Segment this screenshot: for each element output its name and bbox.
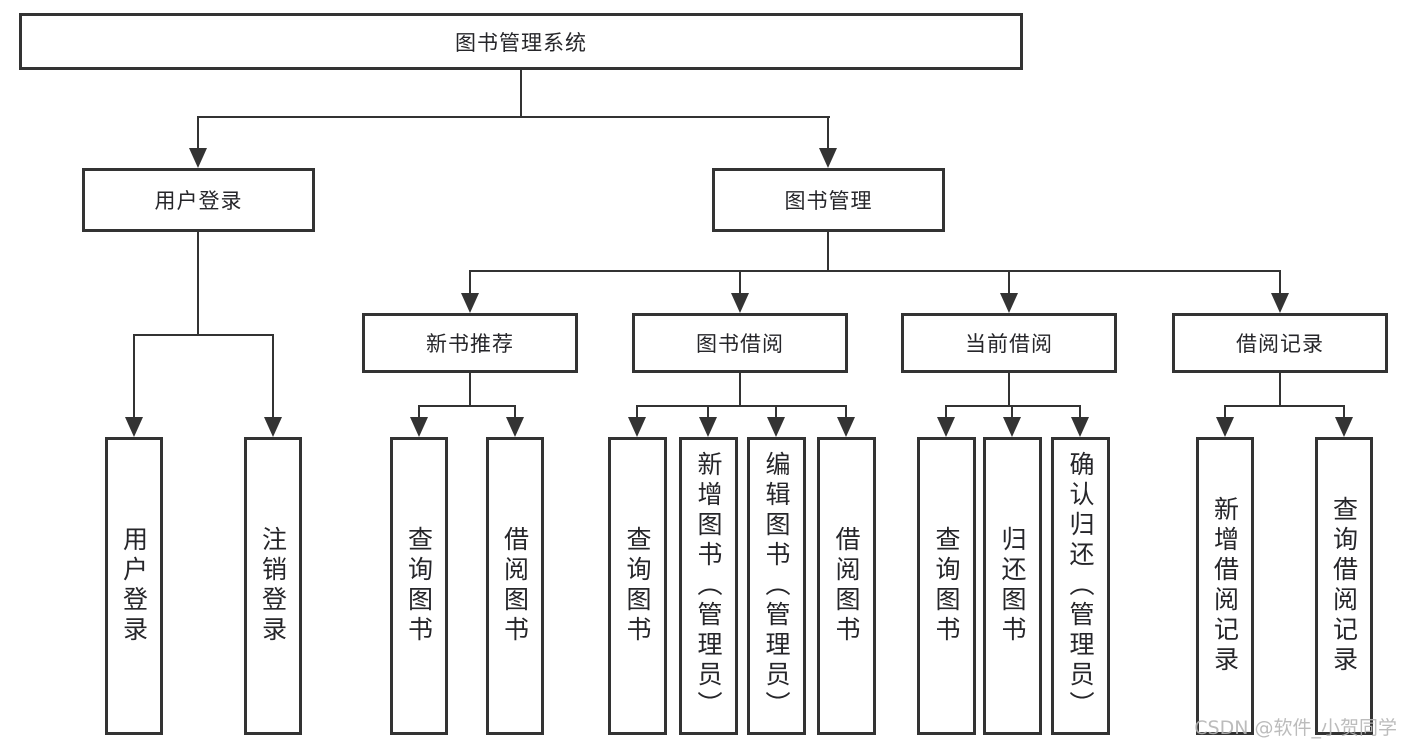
arrow-down-icon xyxy=(125,417,143,437)
connector-drop xyxy=(272,334,274,418)
connector-book-borrow-rail xyxy=(636,405,847,407)
connector-drop xyxy=(133,334,135,418)
connector-drop xyxy=(739,270,741,294)
node-label: 用户登录 xyxy=(119,526,149,646)
connector-drop xyxy=(775,405,777,419)
arrow-down-icon xyxy=(1271,293,1289,313)
arrow-down-icon xyxy=(264,417,282,437)
leaf-query-books-borrowing: 查询图书 xyxy=(608,437,667,735)
connector-drop xyxy=(1224,405,1226,419)
leaf-query-books-recommend: 查询图书 xyxy=(390,437,448,735)
node-current-borrowing: 当前借阅 xyxy=(901,313,1117,373)
connector-book-mgmt-stem xyxy=(827,232,829,272)
connector-drop xyxy=(418,405,420,419)
leaf-user-login: 用户登录 xyxy=(105,437,163,735)
arrow-down-icon xyxy=(1000,293,1018,313)
node-label: 查询图书 xyxy=(404,526,434,646)
csdn-watermark: CSDN @软件_小贺同学 xyxy=(1194,717,1397,739)
connector-borrow-record-rail xyxy=(1224,405,1345,407)
node-label: 新增借阅记录 xyxy=(1210,496,1240,676)
connector-drop xyxy=(1011,405,1013,419)
connector-drop xyxy=(945,405,947,419)
leaf-logout: 注销登录 xyxy=(244,437,302,735)
leaf-borrow-books-borrowing: 借阅图书 xyxy=(817,437,876,735)
connector-current-borrow-stem xyxy=(1008,373,1010,407)
connector-current-borrow-rail xyxy=(945,405,1081,407)
node-label: 注销登录 xyxy=(258,526,288,646)
node-label: 借阅记录 xyxy=(1236,332,1324,356)
connector-drop xyxy=(1279,270,1281,294)
arrow-down-icon xyxy=(1335,417,1353,437)
node-book-management: 图书管理 xyxy=(712,168,945,232)
arrow-down-icon xyxy=(819,148,837,168)
arrow-down-icon xyxy=(1216,417,1234,437)
node-label: 查询借阅记录 xyxy=(1329,496,1359,676)
connector-drop xyxy=(827,116,829,150)
arrow-down-icon xyxy=(410,417,428,437)
connector-drop xyxy=(469,270,471,294)
arrow-down-icon xyxy=(461,293,479,313)
node-book-borrowing: 图书借阅 xyxy=(632,313,848,373)
leaf-confirm-return-admin: 确认归还（管理员） xyxy=(1051,437,1110,735)
connector-borrow-record-stem xyxy=(1279,373,1281,407)
arrow-down-icon xyxy=(1071,417,1089,437)
leaf-return-books: 归还图书 xyxy=(983,437,1042,735)
connector-new-book-stem xyxy=(469,373,471,407)
connector-user-login-stem xyxy=(197,232,199,336)
node-label: 新增图书（管理员） xyxy=(694,451,723,721)
node-label: 归还图书 xyxy=(998,526,1027,646)
leaf-add-borrow-record: 新增借阅记录 xyxy=(1196,437,1254,735)
node-label: 图书借阅 xyxy=(696,332,784,356)
connector-root-stem xyxy=(520,70,522,118)
connector-root-rail xyxy=(197,116,830,118)
node-label: 编辑图书（管理员） xyxy=(762,451,791,721)
node-label: 确认归还（管理员） xyxy=(1066,451,1095,721)
arrow-down-icon xyxy=(731,293,749,313)
connector-drop xyxy=(845,405,847,419)
node-label: 借阅图书 xyxy=(500,526,530,646)
arrow-down-icon xyxy=(699,417,717,437)
connector-drop xyxy=(707,405,709,419)
leaf-borrow-books-recommend: 借阅图书 xyxy=(486,437,544,735)
arrow-down-icon xyxy=(837,417,855,437)
connector-book-borrow-stem xyxy=(739,373,741,407)
leaf-edit-book-admin: 编辑图书（管理员） xyxy=(747,437,806,735)
leaf-add-book-admin: 新增图书（管理员） xyxy=(679,437,738,735)
node-label: 图书管理系统 xyxy=(455,30,587,55)
arrow-down-icon xyxy=(506,417,524,437)
connector-drop xyxy=(1343,405,1345,419)
connector-drop xyxy=(197,116,199,150)
node-borrowing-records: 借阅记录 xyxy=(1172,313,1388,373)
connector-book-mgmt-rail xyxy=(469,270,1281,272)
connector-user-login-rail xyxy=(133,334,274,336)
connector-drop xyxy=(514,405,516,419)
arrow-down-icon xyxy=(1003,417,1021,437)
connector-drop xyxy=(1079,405,1081,419)
connector-drop xyxy=(636,405,638,419)
node-library-management-system: 图书管理系统 xyxy=(19,13,1023,70)
node-label: 新书推荐 xyxy=(426,332,514,356)
node-label: 图书管理 xyxy=(784,189,873,213)
arrow-down-icon xyxy=(189,148,207,168)
leaf-query-borrow-record: 查询借阅记录 xyxy=(1315,437,1373,735)
node-label: 查询图书 xyxy=(623,526,652,646)
node-label: 当前借阅 xyxy=(965,332,1053,356)
arrow-down-icon xyxy=(628,417,646,437)
node-new-book-recommend: 新书推荐 xyxy=(362,313,578,373)
connector-new-book-rail xyxy=(418,405,516,407)
node-label: 查询图书 xyxy=(932,526,961,646)
leaf-query-books-current: 查询图书 xyxy=(917,437,976,735)
arrow-down-icon xyxy=(767,417,785,437)
node-label: 用户登录 xyxy=(154,189,243,213)
arrow-down-icon xyxy=(937,417,955,437)
node-user-login: 用户登录 xyxy=(82,168,315,232)
node-label: 借阅图书 xyxy=(832,526,861,646)
connector-drop xyxy=(1008,270,1010,294)
